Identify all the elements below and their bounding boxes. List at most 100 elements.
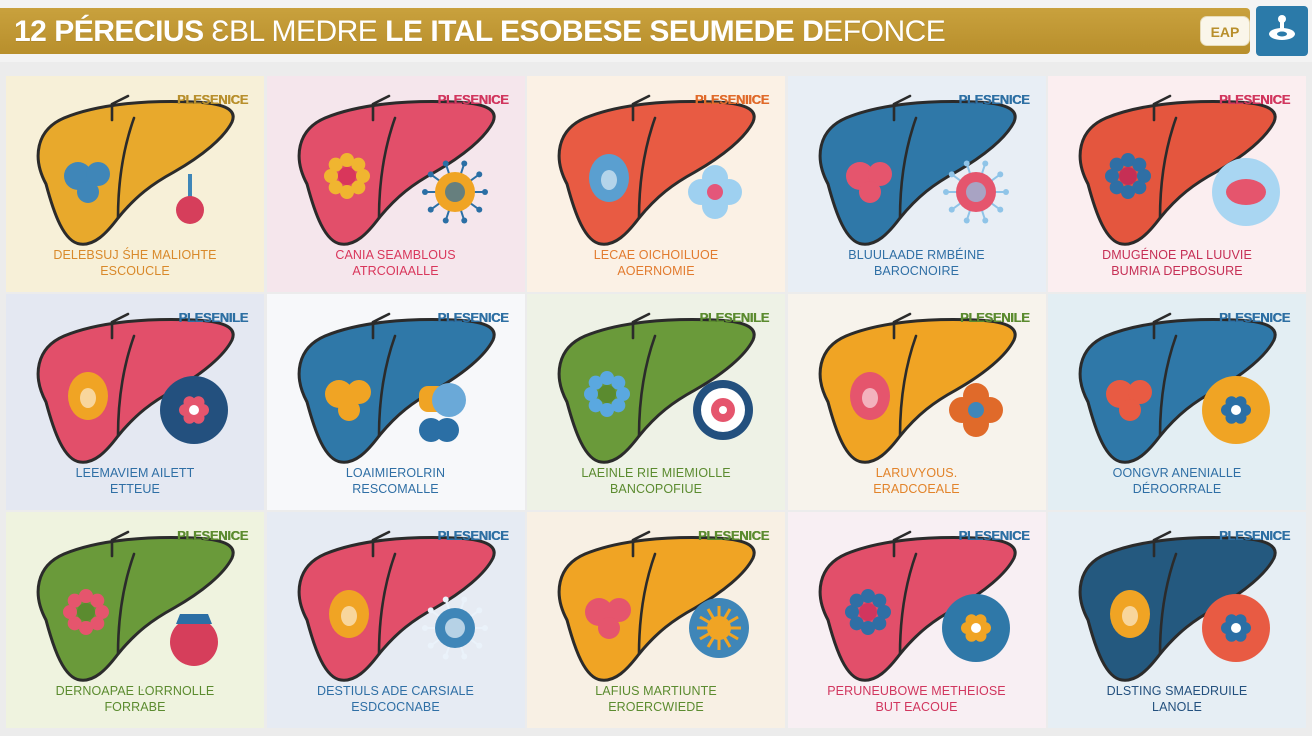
- liver-illustration: [36, 312, 235, 464]
- caption-line-1: LAFIUS MARTIUNTE: [595, 684, 717, 698]
- liver-illustration: [557, 94, 756, 246]
- lesion-icon: [585, 598, 631, 639]
- liver-illustration: [818, 94, 1017, 246]
- lesion-icon: [323, 153, 370, 199]
- virus-icon: [421, 160, 488, 224]
- caption-line-1: DLSTING SMAEDRUILE: [1106, 684, 1248, 698]
- liver-shape: [297, 318, 496, 464]
- liver-illustration: [297, 312, 496, 464]
- caption-line-2: ERADCOEALE: [873, 481, 960, 496]
- pebbles-icon: [418, 383, 466, 442]
- ball-icon: [170, 614, 218, 666]
- caption-line-2: ATRCOIAALLE: [352, 263, 439, 278]
- presence-label: PLESENIICE: [694, 92, 770, 107]
- liver-shape: [1078, 536, 1277, 682]
- title-part-1: 12 PÉRECIUS: [14, 15, 204, 48]
- flower-icon: [948, 383, 1003, 437]
- caption-line-2: RESCOMALLE: [352, 481, 439, 496]
- card-caption: LARUVYOUS.ERADCOEALE: [794, 466, 1040, 497]
- presence-label: PLESENICE: [437, 310, 509, 325]
- liver-shape: [818, 100, 1017, 246]
- caption-line-2: FORRABE: [104, 699, 166, 714]
- presence-label: PLESENICE: [177, 528, 248, 543]
- presence-label: PLESENICE: [1219, 92, 1290, 107]
- lesion-icon: [1106, 380, 1152, 421]
- caption-line-1: LOAIMIEROLRIN: [345, 466, 446, 480]
- liver-illustration: [818, 530, 1017, 682]
- liver-shape: [557, 536, 756, 682]
- liver-shape: [1078, 318, 1277, 464]
- page-title: 12 PÉRECIUS ƐBL MEDRE LE ITAL ESOBESE SE…: [14, 14, 946, 50]
- liver-illustration: [557, 312, 756, 464]
- virus-icon: [421, 596, 488, 660]
- caption-line-2: BAROCNOIRE: [873, 263, 960, 278]
- caption-line-1: DMUGÉNOE PAL LUUVIE: [1102, 248, 1252, 262]
- liver-illustration: [557, 530, 756, 682]
- caption-line-1: LEEMAVIEM AILETT: [75, 466, 195, 480]
- lesion-icon: [328, 590, 369, 638]
- caption-line-2: BANCOPOFIUE: [609, 481, 703, 496]
- disc-icon: [160, 376, 228, 444]
- lesion-icon: [1110, 590, 1150, 638]
- lesion-icon: [324, 380, 371, 421]
- caption-line-1: PERUNEUBOWE METHEIOSE: [827, 684, 1006, 698]
- liver-shape: [36, 536, 235, 682]
- lesion-icon: [68, 372, 108, 420]
- liver-shape: [557, 100, 756, 246]
- caption-line-1: LAEINLE RIE MIEMIOLLE: [581, 466, 731, 480]
- presence-label: PLESENICE: [698, 528, 769, 543]
- liver-shape: [818, 536, 1017, 682]
- liver-shape: [1078, 100, 1277, 246]
- caption-line-1: DERNOAPAE ĿORRNOLLE: [55, 684, 215, 698]
- balloon-icon: [176, 174, 204, 224]
- liver-illustration: [36, 530, 235, 682]
- caption-line-1: DESTIULS ADE CARSIALE: [316, 684, 474, 698]
- liver-illustration: [297, 530, 496, 682]
- liver-illustration: [297, 94, 496, 246]
- caption-line-2: BUMRIA DEPBOSURE: [1111, 263, 1243, 278]
- liver-shape: [818, 318, 1017, 464]
- flower-icon: [688, 165, 742, 219]
- disc-icon: [941, 594, 1010, 662]
- virus-icon: [942, 160, 1009, 224]
- presence-label: PLESENICE: [437, 528, 509, 543]
- pacifier-button[interactable]: [1256, 6, 1308, 56]
- lesion-icon: [849, 372, 890, 420]
- sun-icon: [689, 598, 749, 658]
- title-part-4: EFONCE: [823, 15, 946, 48]
- target-icon: [693, 380, 753, 440]
- caption-line-1: OONGVR ANENIALLE: [1112, 466, 1242, 480]
- presence-label: PLESENILE: [699, 310, 769, 325]
- eap-badge[interactable]: EAP: [1200, 16, 1250, 46]
- caption-line-2: LANOLE: [1152, 699, 1202, 714]
- title-band: [0, 8, 1250, 54]
- liver-shape: [36, 100, 235, 246]
- liver-shape: [297, 536, 496, 682]
- caption-line-1: LECAE OICHOILUOE: [593, 248, 719, 262]
